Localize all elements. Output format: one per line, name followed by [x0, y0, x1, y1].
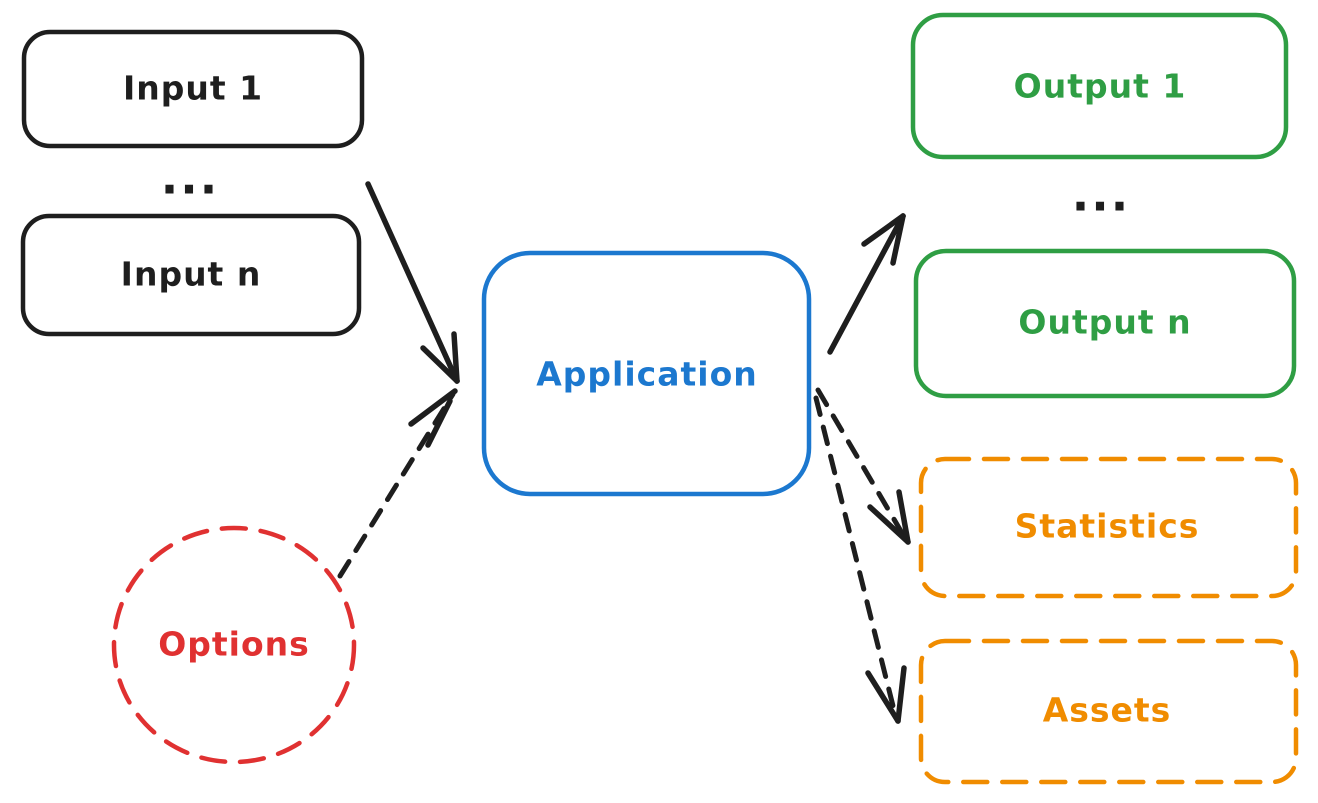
arrow-options-to-application — [337, 388, 458, 579]
application-node-outline — [481, 250, 812, 497]
outputs-ellipsis: ... — [1071, 167, 1131, 222]
application-label: Application — [536, 354, 758, 394]
outputn-label: Output n — [1018, 302, 1192, 342]
options-label: Options — [158, 624, 310, 664]
arrow-application-to-outputs — [827, 213, 906, 355]
inputn-label: Input n — [120, 254, 262, 294]
inputn-node-outline — [20, 213, 362, 337]
arrow-application-to-statistics — [815, 387, 911, 545]
arrow-application-to-assets — [813, 395, 907, 724]
output1-label: Output 1 — [1013, 66, 1187, 106]
input1-label: Input 1 — [122, 68, 264, 108]
outputn-node-outline — [913, 248, 1297, 399]
statistics-label: Statistics — [1014, 506, 1200, 546]
options-node-outline — [111, 525, 357, 765]
statistics-node-outline — [918, 456, 1299, 599]
assets-node-outline — [918, 638, 1299, 785]
output1-node-outline — [910, 12, 1289, 160]
arrow-inputs-to-application — [365, 181, 460, 384]
assets-label: Assets — [1042, 690, 1172, 730]
input1-node-outline — [21, 29, 365, 149]
inputs-ellipsis: ... — [160, 150, 220, 205]
